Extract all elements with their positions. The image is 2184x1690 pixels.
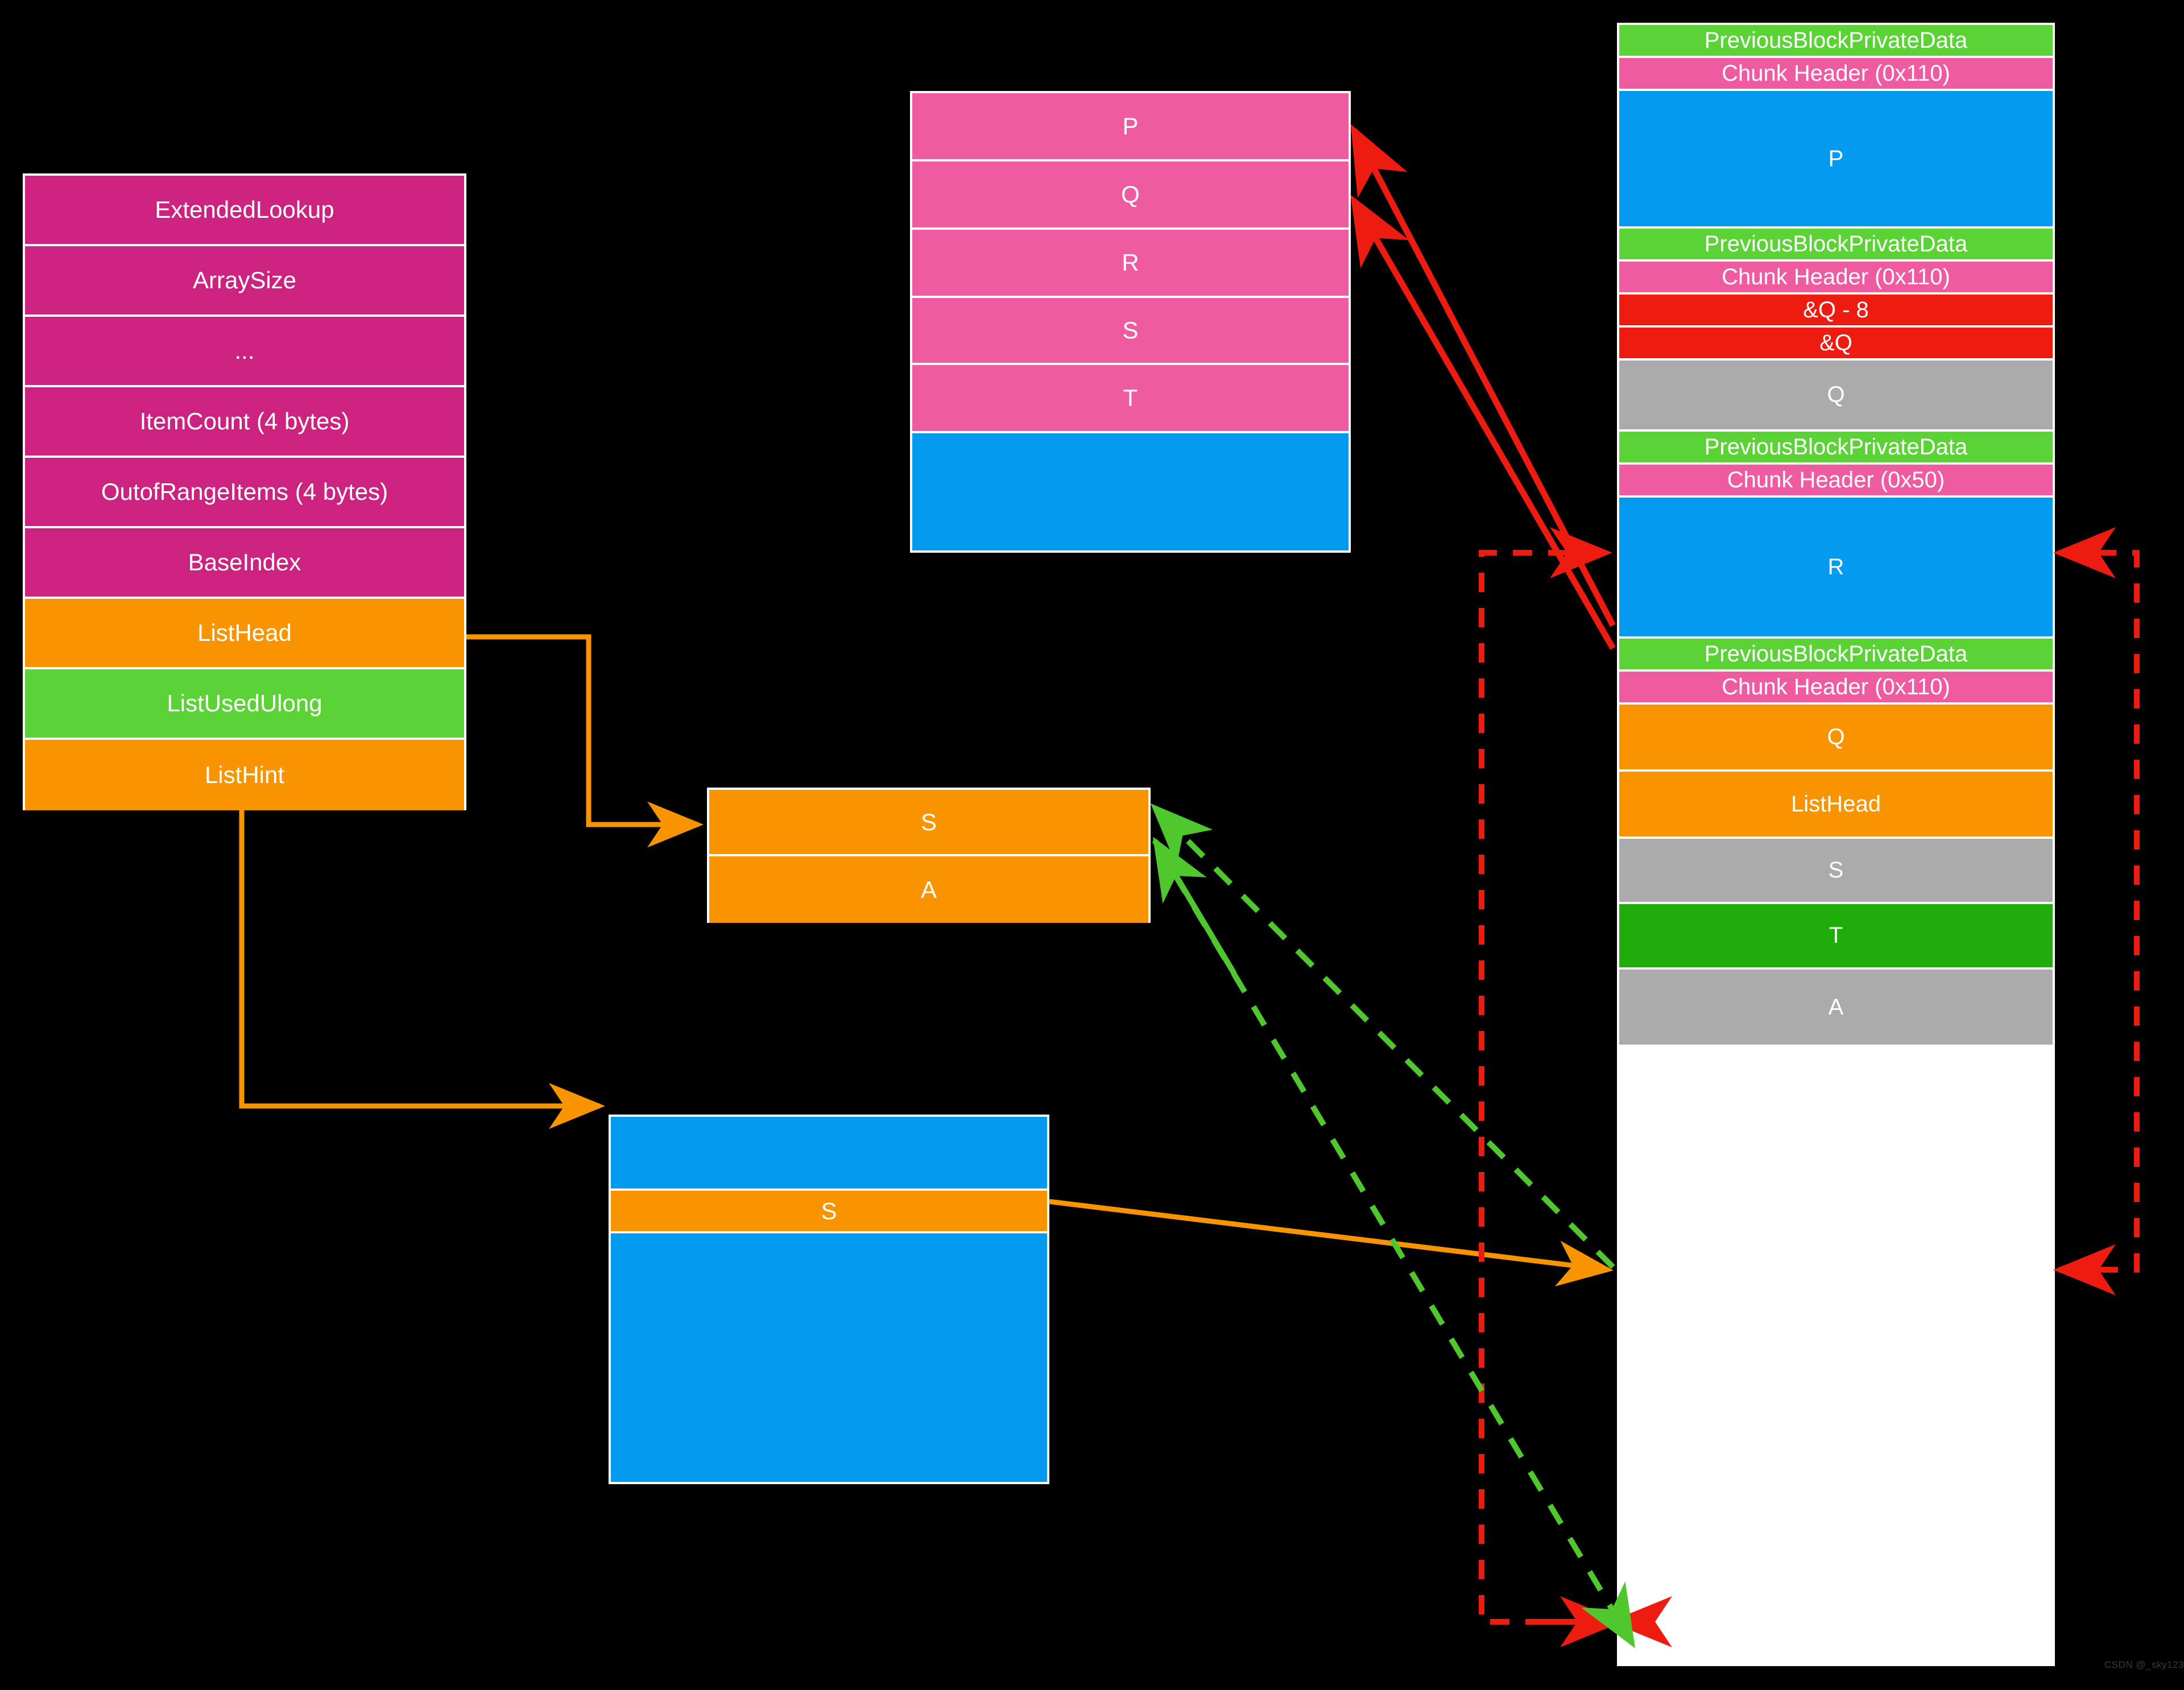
dashed-loop-right bbox=[2062, 550, 2140, 1273]
pqrst-table-row-q: Q bbox=[912, 161, 1349, 230]
connector-listhead-to-sa bbox=[466, 634, 704, 848]
heap-chunk-column-row-previousblockprivatedata: PreviousBlockPrivateData bbox=[1619, 25, 2053, 58]
connector-blue-s-to-heap-q bbox=[1049, 1199, 1614, 1287]
sa-box-row-a: A bbox=[709, 856, 1148, 923]
pqrst-table-row-s: S bbox=[912, 298, 1349, 365]
heap-chunk-column-row-chunk-header-0x110: Chunk Header (0x110) bbox=[1619, 672, 2053, 705]
dashed-green-sa-to-heap-ta-back bbox=[1152, 836, 1237, 975]
dashed-loop-left bbox=[1479, 527, 1672, 1647]
heap-chunk-column-row-q: Q bbox=[1619, 361, 2053, 432]
heap-chunk-column-row-previousblockprivatedata: PreviousBlockPrivateData bbox=[1619, 229, 2053, 262]
heap-chunk-column-row-q: Q bbox=[1619, 705, 2053, 772]
dashed-green-sa-to-heap-ta bbox=[1152, 839, 1636, 1648]
heap-chunk-column-row-q-8: &Q - 8 bbox=[1619, 295, 2053, 328]
arrow-heapq-to-q bbox=[1350, 194, 1616, 650]
heap-chunk-column-row-a: A bbox=[1619, 970, 2053, 1045]
heap-chunk-column-row-chunk-header-0x110: Chunk Header (0x110) bbox=[1619, 262, 2053, 295]
pqrst-table-row-r: R bbox=[912, 230, 1349, 298]
heap-chunk-column-row-q: &Q bbox=[1619, 328, 2053, 361]
extended-lookup-struct-row-itemcount-4-bytes: ItemCount (4 bytes) bbox=[25, 387, 464, 458]
heap-chunk-column-row-listhead: ListHead bbox=[1619, 772, 2053, 839]
extended-lookup-struct-row-outofrangeitems-4-bytes: OutofRangeItems (4 bytes) bbox=[25, 458, 464, 528]
heap-chunk-column-row-r: R bbox=[1619, 498, 2053, 639]
blue-s-box: S bbox=[609, 1115, 1049, 1484]
dashed-green-heapq-to-s bbox=[1150, 803, 1615, 1269]
blue-s-box-row-s: S bbox=[611, 1191, 1047, 1233]
extended-lookup-struct-row-listhead: ListHead bbox=[25, 599, 464, 669]
extended-lookup-struct-row-listusedulong: ListUsedUlong bbox=[25, 669, 464, 740]
heap-chunk-column-row-previousblockprivatedata: PreviousBlockPrivateData bbox=[1619, 639, 2053, 672]
arrow-heapq8-to-p bbox=[1350, 124, 1616, 627]
extended-lookup-struct-row-arraysize: ArraySize bbox=[25, 246, 464, 317]
watermark: CSDN @_sky123 bbox=[2104, 1659, 2184, 1670]
pqrst-table-row-p: P bbox=[912, 93, 1349, 161]
blue-s-box-row-blank-0 bbox=[611, 1117, 1047, 1191]
pqrst-table-row-t: T bbox=[912, 365, 1349, 433]
extended-lookup-struct-row-extendedlookup: ExtendedLookup bbox=[25, 176, 464, 246]
blue-s-box-row-blank-2 bbox=[611, 1233, 1047, 1482]
heap-chunk-column-row-t: T bbox=[1619, 904, 2053, 970]
connector-listhint-to-blue-s bbox=[239, 810, 605, 1129]
pqrst-table-row-blank-5 bbox=[912, 433, 1349, 550]
heap-chunk-column-row-chunk-header-0x110: Chunk Header (0x110) bbox=[1619, 58, 2053, 91]
heap-chunk-column-row-p: P bbox=[1619, 91, 2053, 229]
heap-chunk-column-row-s: S bbox=[1619, 839, 2053, 904]
heap-chunk-column-row-previousblockprivatedata: PreviousBlockPrivateData bbox=[1619, 432, 2053, 465]
extended-lookup-struct-row-baseindex: BaseIndex bbox=[25, 528, 464, 599]
heap-chunk-column-row-chunk-header-0x50: Chunk Header (0x50) bbox=[1619, 465, 2053, 498]
extended-lookup-struct-row-: ... bbox=[25, 317, 464, 387]
sa-box-row-s: S bbox=[709, 790, 1148, 856]
extended-lookup-struct-row-listhint: ListHint bbox=[25, 740, 464, 810]
